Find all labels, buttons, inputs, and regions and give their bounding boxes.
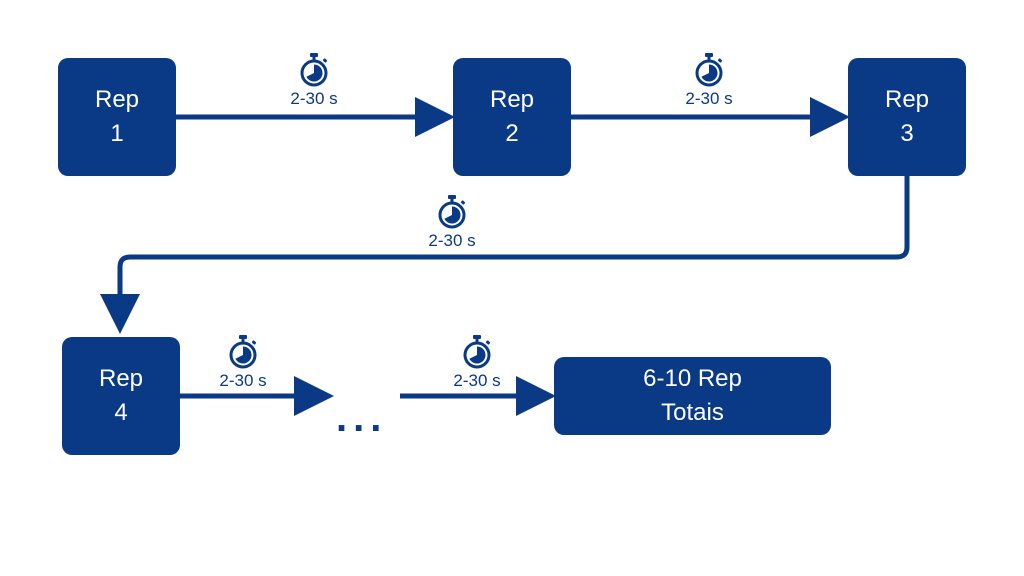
stopwatch-icon — [436, 194, 468, 230]
rep-box-2-title: Rep — [489, 86, 535, 113]
stopwatch-icon — [461, 334, 493, 370]
rep-box-4: Rep 4 — [62, 337, 180, 455]
rest-timer-1: 2-30 s — [284, 52, 344, 108]
rep-box-4-title: Rep — [98, 365, 144, 392]
arrow-rep3-to-rep4 — [100, 176, 910, 334]
rep-box-3-number: 3 — [900, 120, 914, 147]
total-reps-line2: Totais — [661, 399, 724, 426]
rest-timer-5-label: 2-30 s — [453, 371, 501, 390]
stopwatch-icon — [227, 334, 259, 370]
stopwatch-icon — [693, 52, 725, 88]
rest-timer-4: 2-30 s — [213, 334, 273, 390]
rep-box-3-title: Rep — [884, 86, 930, 113]
rep-box-2: Rep 2 — [453, 58, 571, 176]
rest-timer-1-label: 2-30 s — [290, 89, 338, 108]
rest-timer-3: 2-30 s — [422, 194, 482, 250]
stopwatch-icon — [298, 52, 330, 88]
rep-box-4-number: 4 — [114, 399, 128, 426]
rest-timer-4-label: 2-30 s — [219, 371, 267, 390]
ellipsis: ... — [336, 396, 388, 440]
rep-box-1: Rep 1 — [58, 58, 176, 176]
rest-timer-3-label: 2-30 s — [428, 231, 476, 250]
rep-box-1-number: 1 — [110, 120, 124, 147]
rep-box-3: Rep 3 — [848, 58, 966, 176]
rest-timer-2: 2-30 s — [679, 52, 739, 108]
total-reps-line1: 6-10 Rep — [643, 365, 742, 392]
rep-box-2-number: 2 — [505, 120, 519, 147]
rep-box-1-title: Rep — [94, 86, 140, 113]
rest-timer-5: 2-30 s — [447, 334, 507, 390]
rest-timer-2-label: 2-30 s — [685, 89, 733, 108]
total-reps-box: 6-10 Rep Totais — [554, 357, 831, 435]
